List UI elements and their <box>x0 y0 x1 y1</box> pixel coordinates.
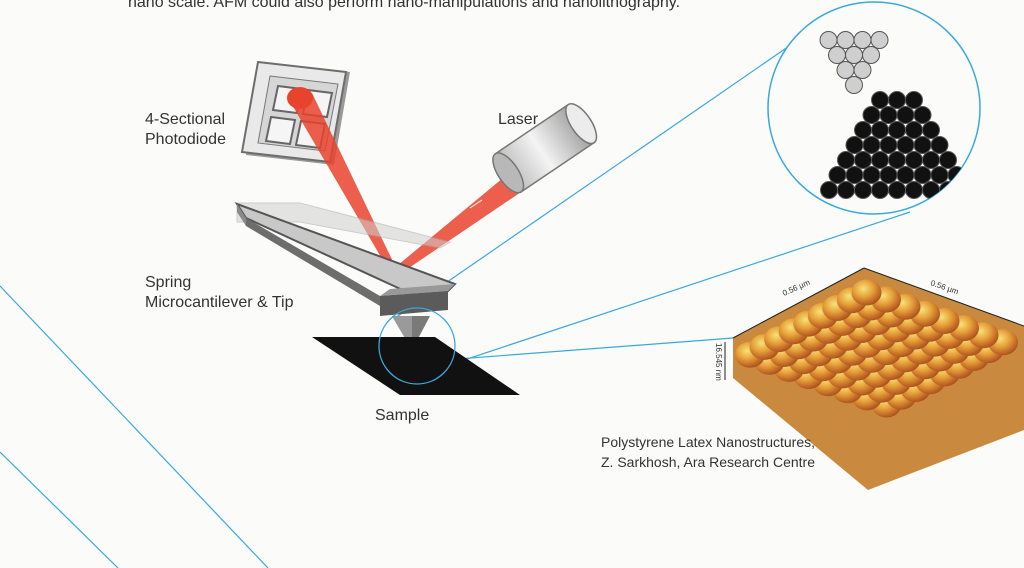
sample-atom <box>862 106 881 124</box>
sample-atom <box>854 151 872 169</box>
sample-atom <box>922 151 940 169</box>
sample-atom <box>956 181 974 199</box>
sample-atom <box>913 136 932 154</box>
sample-atom <box>896 106 915 124</box>
sample-atom <box>837 151 855 169</box>
label-photodiode-line1: 4-Sectional <box>145 111 226 128</box>
sample-atom <box>854 181 872 199</box>
tip-atom <box>853 31 872 49</box>
tip-atom <box>836 31 855 49</box>
sample-atom <box>913 106 932 124</box>
tip-zoom-circle <box>378 307 456 385</box>
sample-atom <box>888 151 906 169</box>
sample-atom <box>871 121 889 139</box>
tip-atom <box>845 46 863 64</box>
surface-caption-line1: Polystyrene Latex Nanostructures, <box>601 434 815 450</box>
sample-atom <box>896 136 915 154</box>
tip-atom <box>853 61 872 79</box>
sample-atom <box>930 136 949 154</box>
tip-atom <box>870 31 889 49</box>
label-cantilever: Spring Microcantilever & Tip <box>145 273 294 313</box>
sample-atom <box>879 136 898 154</box>
tip-atom <box>819 31 838 49</box>
label-cantilever-line1: Spring <box>145 274 192 291</box>
sample-atom <box>888 181 906 199</box>
tip-atom <box>828 46 846 64</box>
label-photodiode: 4-Sectional Photodiode <box>145 110 226 150</box>
sample-atom <box>845 166 864 184</box>
sample-atom <box>845 136 864 154</box>
sample-atom <box>879 106 898 124</box>
sample-atom <box>888 121 906 139</box>
label-photodiode-line2: Photodiode <box>145 131 226 148</box>
sample-atom <box>871 91 889 109</box>
sample-atom <box>862 166 881 184</box>
tip-atom <box>836 61 855 79</box>
decorative-lines <box>0 285 269 568</box>
sample-atom <box>905 181 923 199</box>
sample-atom <box>905 121 923 139</box>
sample-atom <box>922 121 940 139</box>
sample-atom <box>913 166 932 184</box>
axis-label-z: 16.545 nm <box>714 343 723 381</box>
sample-atom <box>837 181 855 199</box>
sample-atom <box>922 181 940 199</box>
label-laser: Laser <box>498 111 539 128</box>
incident-laser-beam <box>392 168 527 276</box>
sample-atom <box>905 151 923 169</box>
laser-source <box>492 103 598 194</box>
surface-caption: Polystyrene Latex Nanostructures, Z. Sar… <box>601 432 815 472</box>
sample-atom <box>888 91 906 109</box>
sample-atom <box>879 166 898 184</box>
sample-atom <box>828 166 847 184</box>
surface-caption-line2: Z. Sarkhosh, Ara Research Centre <box>601 454 815 470</box>
sample-atom <box>854 121 872 139</box>
cantilever <box>234 202 457 316</box>
tip-atom <box>845 76 863 94</box>
sample-atom <box>905 91 923 109</box>
surface-bump <box>851 279 882 306</box>
zoom-connector-lines <box>394 32 911 373</box>
label-sample: Sample <box>375 407 430 424</box>
sample-plate <box>312 337 520 395</box>
label-cantilever-line2: Microcantilever & Tip <box>145 294 294 311</box>
sample-atom <box>930 166 949 184</box>
intro-text: nano scale. AFM could also perform nano-… <box>128 0 681 11</box>
sample-atom <box>896 166 915 184</box>
sample-atom <box>820 181 838 199</box>
laser-spot <box>287 87 313 109</box>
tip-atom <box>862 46 880 64</box>
afm-surface-image: 0.56 µm 0.56 µm 16.545 nm <box>714 267 1024 490</box>
axis-label-x-top: 0.56 µm <box>781 278 812 298</box>
sample-atom <box>871 181 889 199</box>
sample-atom <box>939 151 957 169</box>
sample-atom <box>862 136 881 154</box>
sample-atom <box>871 151 889 169</box>
